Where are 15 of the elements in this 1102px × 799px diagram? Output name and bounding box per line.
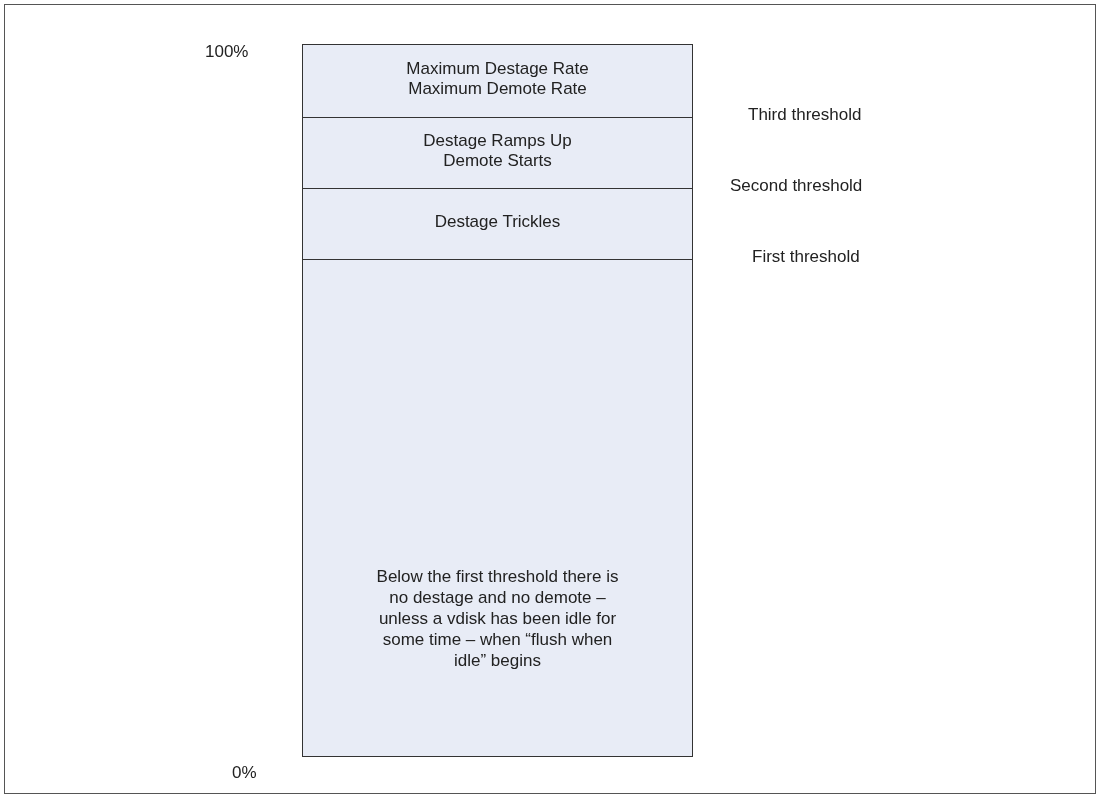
threshold-label: Second threshold [730,176,863,196]
band-text: Maximum Demote Rate [408,79,587,99]
threshold-label: First threshold [752,247,860,267]
threshold-label: Third threshold [748,105,862,125]
band-text: Destage Ramps Up [423,131,572,151]
threshold-band [302,188,693,260]
band-text: Demote Starts [443,151,552,171]
percent-label: 100% [205,42,249,62]
threshold-band [302,44,693,118]
band-text: Destage Trickles [434,212,561,232]
threshold-band [302,117,693,189]
threshold-band [302,259,693,757]
band-text: Maximum Destage Rate [406,59,589,79]
band-text: Below the first threshold there is no destage and no demote – unless a vdisk has been idle for some time – when “flush when idle” begins [375,566,620,671]
percent-label: 0% [232,763,257,783]
